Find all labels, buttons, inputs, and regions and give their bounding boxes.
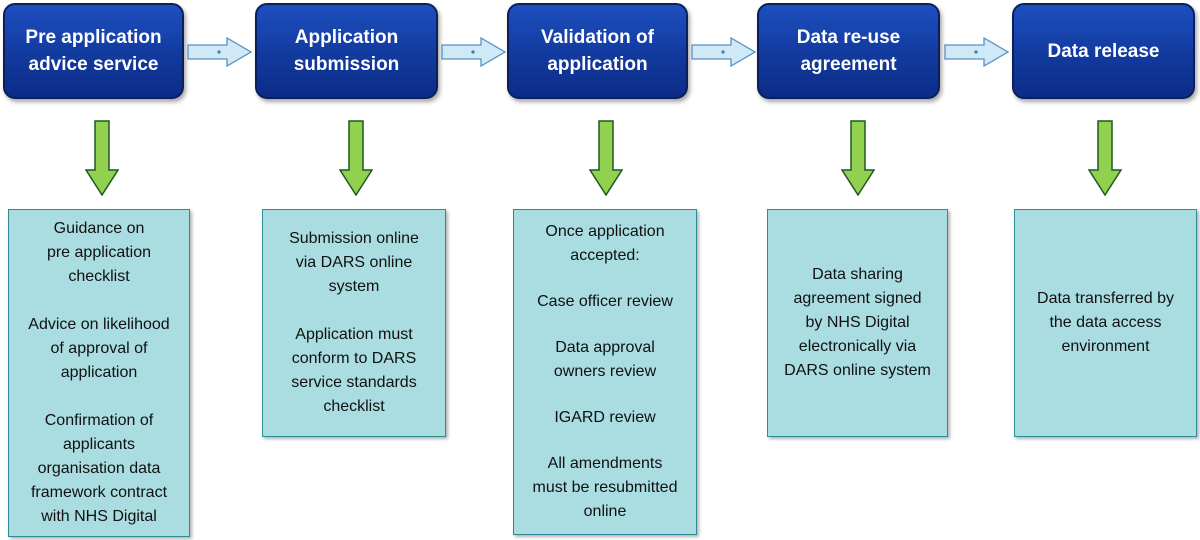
- detail-text: Once application accepted:: [545, 223, 665, 264]
- stage-title: Validation of application: [541, 27, 654, 75]
- stage-title: Data re-use agreement: [796, 27, 901, 75]
- stage-title: Data release: [1047, 40, 1160, 62]
- detail-text: All amendments must be resubmitted onlin…: [532, 455, 678, 520]
- flow-arrow-right-icon: [944, 37, 1010, 67]
- down-arrow-icon: [339, 120, 373, 196]
- detail-data-reuse-agreement: Data sharing agreement signed by NHS Dig…: [767, 209, 948, 437]
- stage-data-release: Data release: [1012, 3, 1195, 99]
- stage-title: Pre application advice service: [25, 27, 162, 75]
- detail-text: Application must conform to DARS service…: [291, 326, 417, 415]
- detail-text: Data sharing agreement signed by NHS Dig…: [784, 266, 931, 379]
- detail-text: Case officer review: [537, 293, 673, 310]
- detail-text: Data approval owners review: [553, 339, 657, 380]
- flow-arrow-right-icon: [187, 37, 253, 67]
- down-arrow-icon: [589, 120, 623, 196]
- down-arrow-icon: [841, 120, 875, 196]
- stage-application-submission: Application submission: [255, 3, 438, 99]
- flow-arrow-right-icon: [691, 37, 757, 67]
- flow-arrow-right-icon: [441, 37, 507, 67]
- detail-text: Data transferred by the data access envi…: [1037, 290, 1174, 355]
- detail-application-submission: Submission online via DARS online system…: [262, 209, 446, 437]
- detail-pre-application: Guidance on pre application checklist Ad…: [8, 209, 190, 537]
- stage-pre-application: Pre application advice service: [3, 3, 184, 99]
- detail-text: Advice on likelihood of approval of appl…: [28, 316, 170, 381]
- down-arrow-icon: [85, 120, 119, 196]
- detail-validation: Once application accepted: Case officer …: [513, 209, 697, 535]
- stage-data-reuse-agreement: Data re-use agreement: [757, 3, 940, 99]
- detail-data-release: Data transferred by the data access envi…: [1014, 209, 1197, 437]
- detail-text: Confirmation of applicants organisation …: [30, 412, 168, 525]
- down-arrow-icon: [1088, 120, 1122, 196]
- detail-text: Submission online via DARS online system: [289, 230, 419, 295]
- stage-validation: Validation of application: [507, 3, 688, 99]
- stage-title: Application submission: [293, 27, 400, 75]
- detail-text: IGARD review: [554, 409, 656, 426]
- detail-text: Guidance on pre application checklist: [46, 220, 152, 285]
